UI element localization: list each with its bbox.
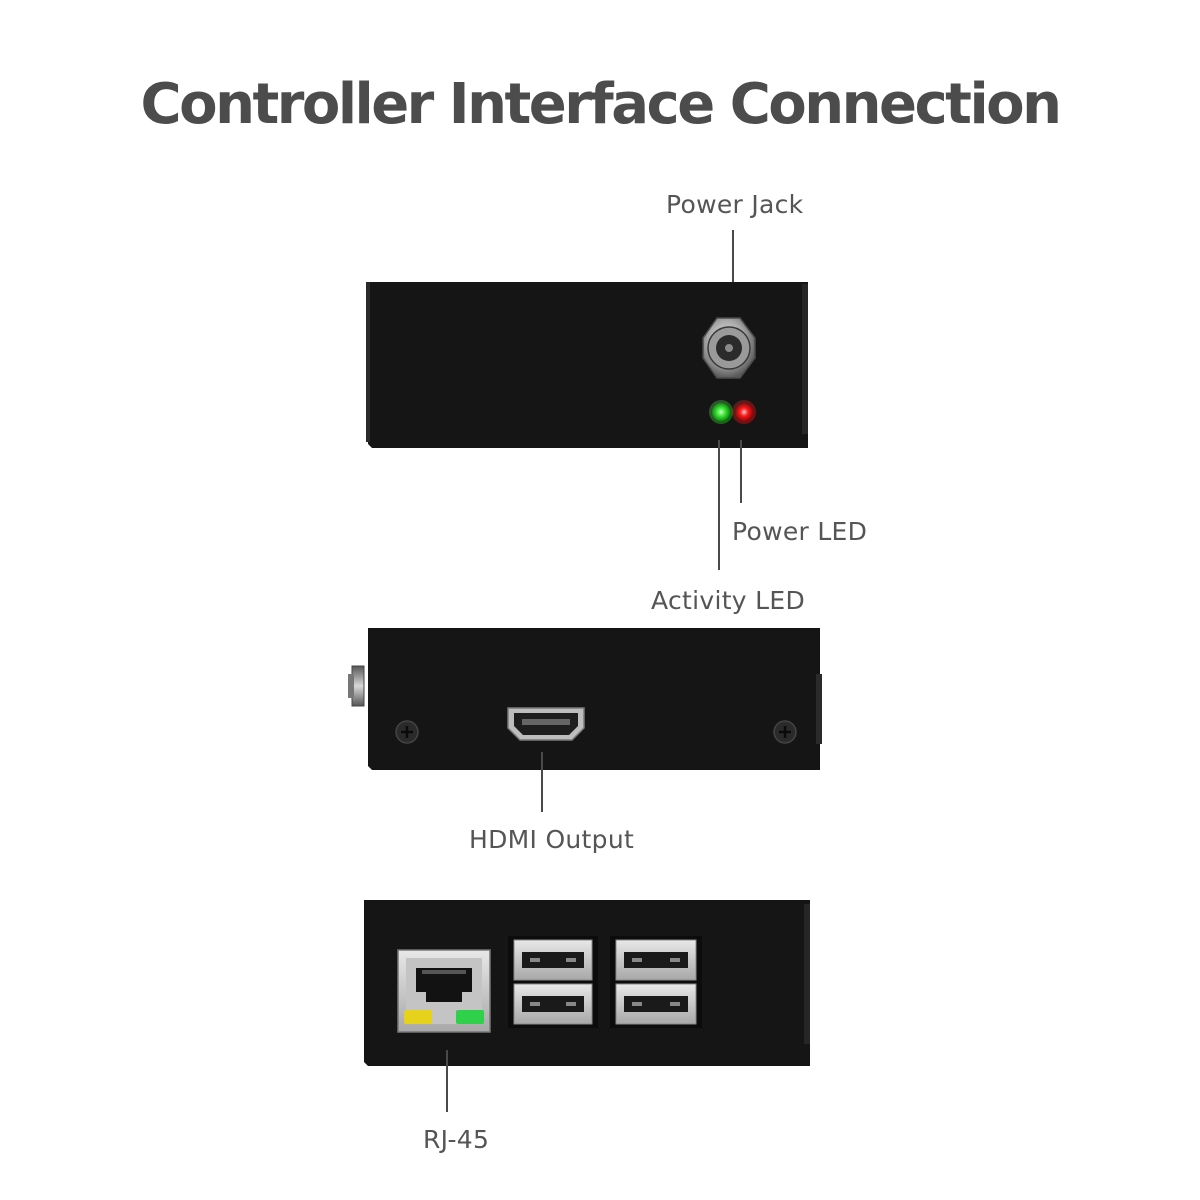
- power-jack-leader: [732, 230, 734, 294]
- hdmi-panel: [348, 628, 822, 770]
- usb-port-icon: [508, 936, 598, 1028]
- rj45-port-icon: [397, 949, 491, 1033]
- activity-led-leader: [718, 440, 720, 570]
- power-led-leader: [740, 440, 742, 503]
- rj45-label: RJ-45: [423, 1125, 490, 1154]
- hdmi-output-leader: [541, 752, 543, 812]
- activity-led-icon: [709, 400, 733, 424]
- hdmi-output-label: HDMI Output: [469, 825, 635, 854]
- power-panel: [366, 282, 808, 448]
- power-led-icon: [732, 400, 756, 424]
- rj45-leader: [446, 1050, 448, 1112]
- usb-port-icon: [610, 936, 702, 1028]
- hdmi-port-icon: [507, 707, 585, 741]
- power-jack-icon: [702, 317, 756, 379]
- power-jack-label: Power Jack: [666, 190, 804, 219]
- page-title: Controller Interface Connection: [140, 72, 1062, 137]
- activity-led-label: Activity LED: [651, 586, 806, 615]
- screw-icon: [395, 720, 419, 744]
- screw-icon: [773, 720, 797, 744]
- network-panel: [364, 900, 810, 1066]
- power-led-label: Power LED: [732, 517, 868, 546]
